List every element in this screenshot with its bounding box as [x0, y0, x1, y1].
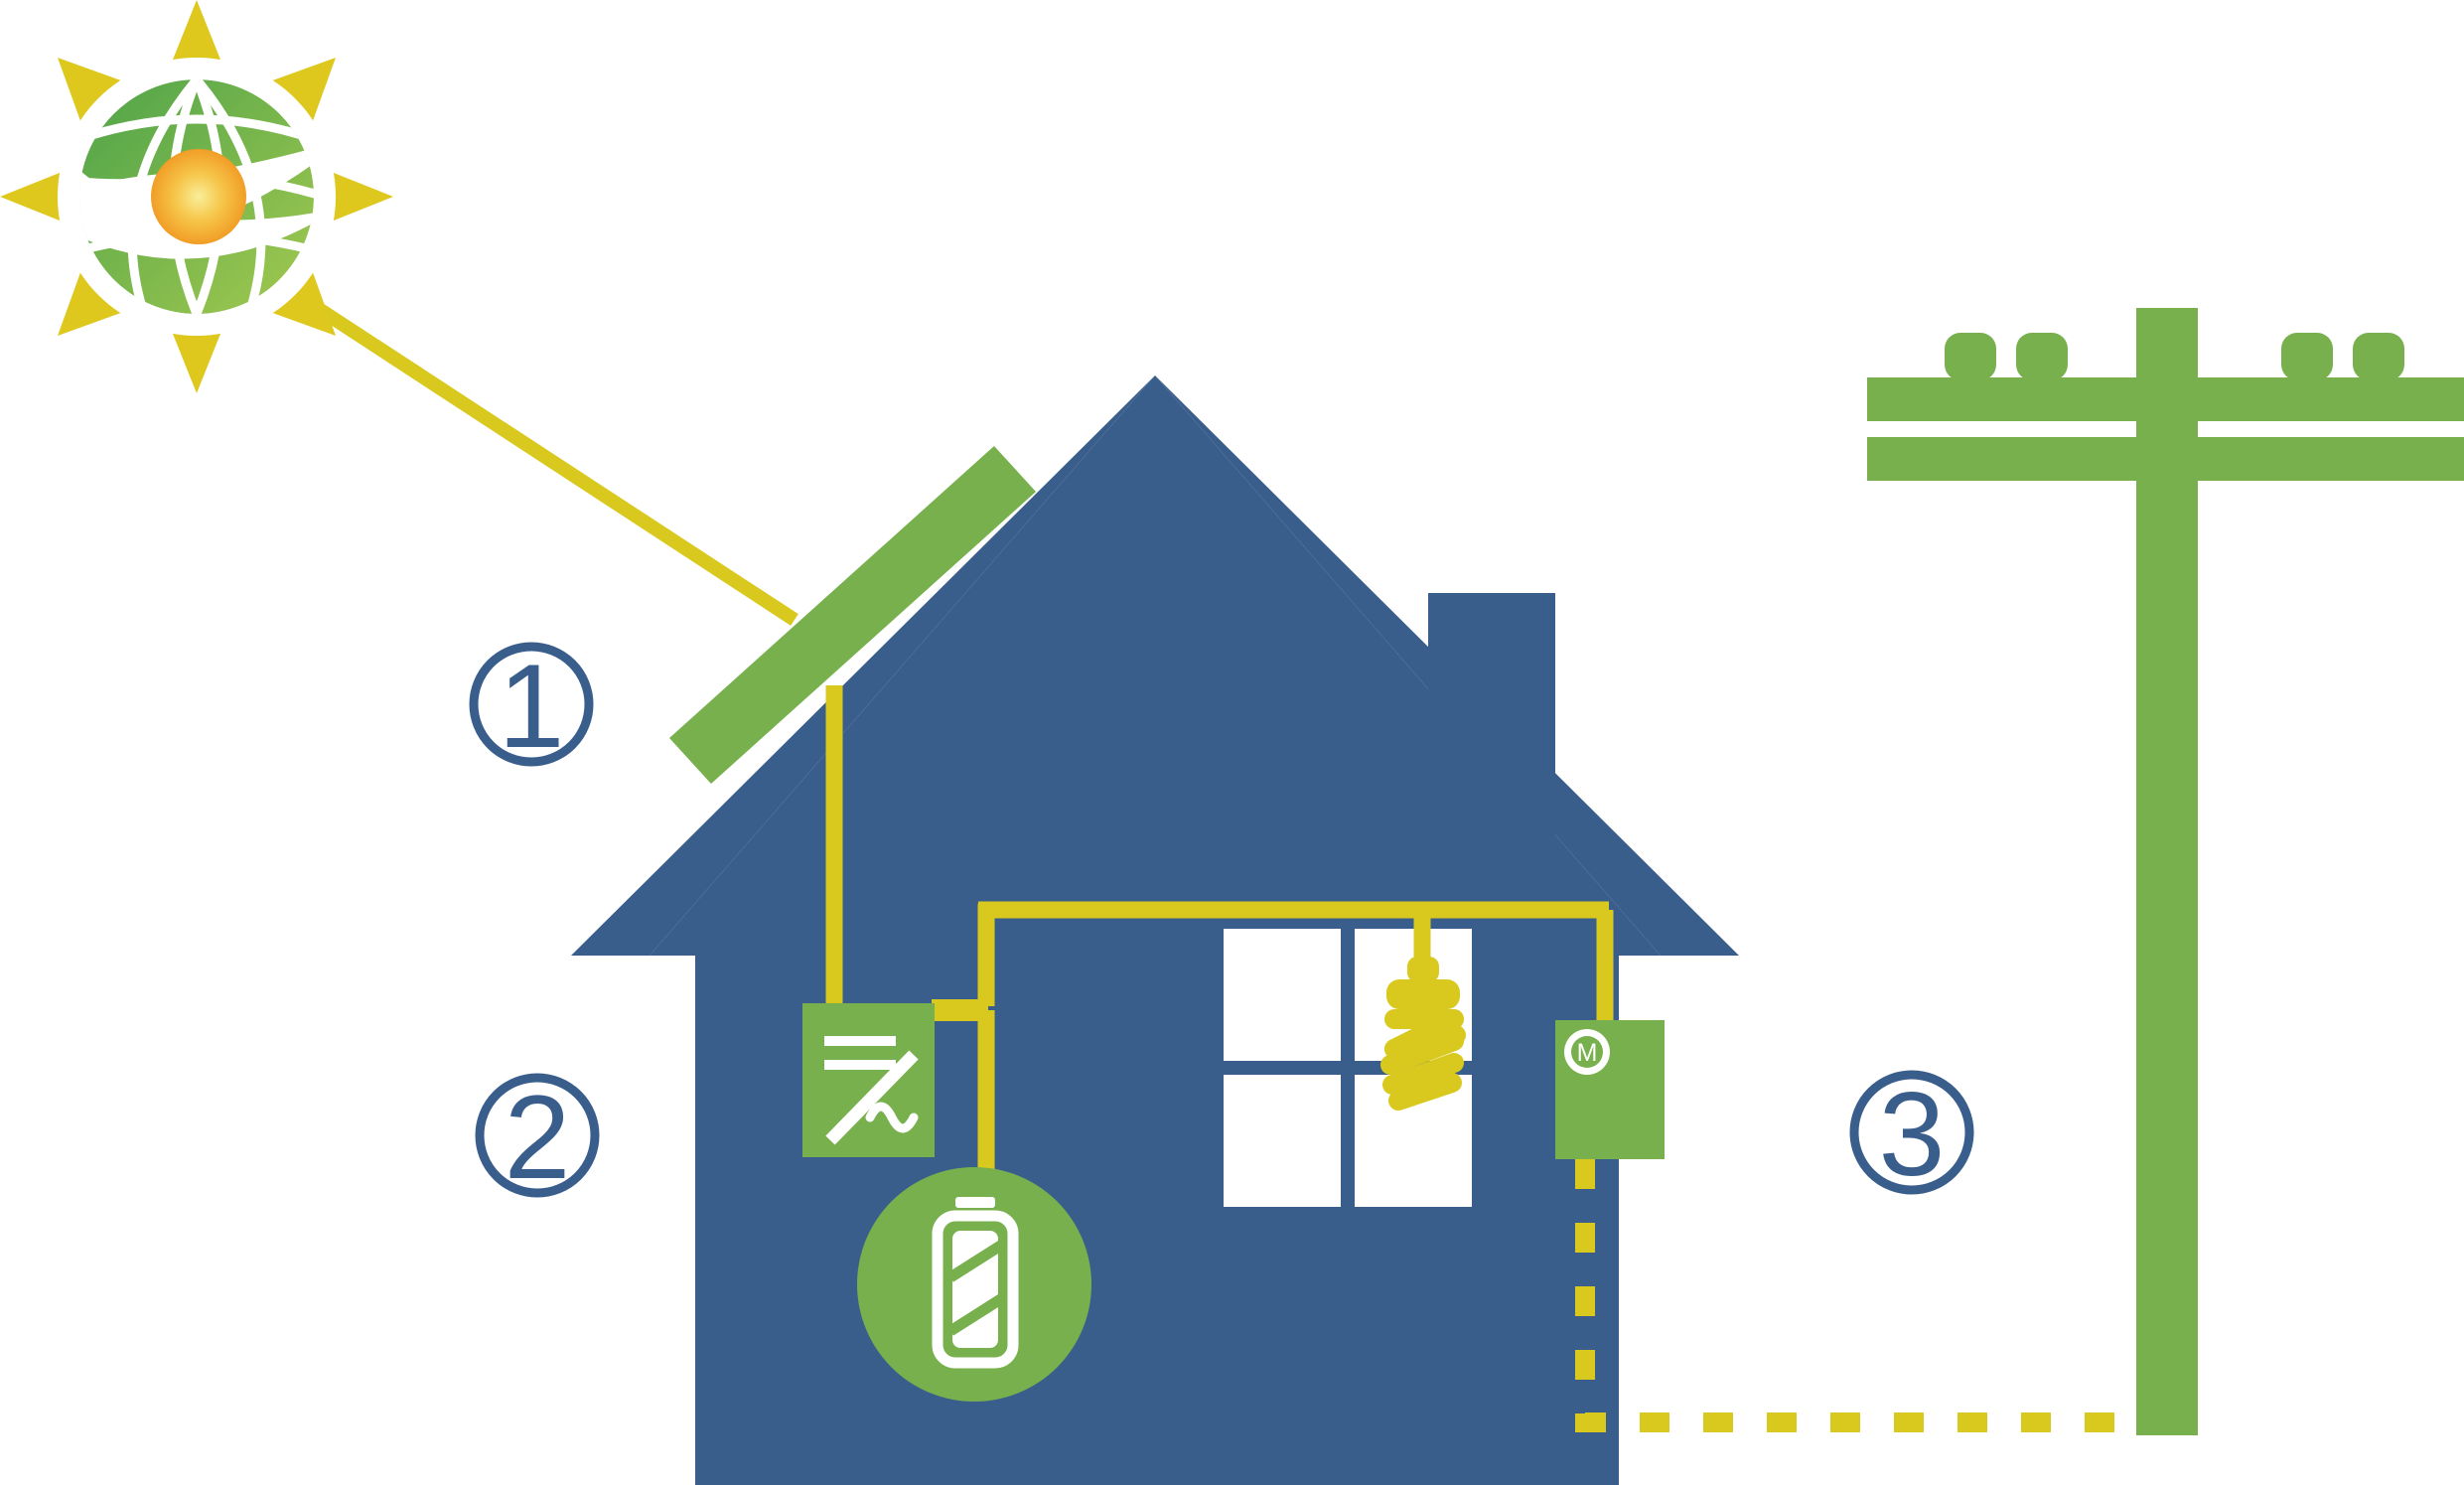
bulb-coil: [1388, 1073, 1462, 1111]
inverter-divider-slash: [825, 1050, 919, 1145]
electricity-meter[interactable]: M: [1555, 1020, 1665, 1159]
grid-export-line: [1575, 1159, 2145, 1432]
step-badge-1-label: 1: [499, 640, 565, 773]
insulator: [2353, 333, 2404, 380]
bulb-coil: [1380, 1031, 1464, 1075]
insulator: [2281, 333, 2333, 380]
inverter-ac-sine: [865, 1102, 919, 1133]
roof: [650, 375, 1661, 956]
battery-stripes: [947, 1240, 1005, 1336]
solar-panel: [669, 446, 1036, 784]
step-badge-2[interactable]: 2: [475, 1071, 600, 1204]
house: [571, 375, 1739, 1485]
bulb-coil: [1382, 1053, 1464, 1095]
pole-mast: [2136, 308, 2198, 1435]
sunlight-ray: [286, 284, 798, 626]
window-pane: [1224, 1075, 1341, 1207]
step-badge-1[interactable]: 1: [469, 640, 594, 773]
window-pane: [1224, 929, 1341, 1061]
step-badge-3-label: 3: [1879, 1068, 1946, 1201]
step-badges: 1 2 3: [469, 640, 1974, 1204]
sun-core: [151, 149, 246, 244]
roof-eave-left: [571, 375, 1155, 956]
step-badge-3[interactable]: 3: [1849, 1068, 1974, 1201]
insulator: [2016, 333, 2068, 380]
roof-eave-right: [1155, 375, 1739, 956]
step-badge-2-label: 2: [505, 1071, 571, 1204]
inverter-box[interactable]: [802, 1003, 935, 1157]
meter-badge-inner: [1571, 1036, 1603, 1068]
battery-storage[interactable]: [857, 1167, 1091, 1402]
sun-logo: [0, 0, 393, 393]
insulator: [1945, 333, 1996, 380]
battery-shell: [932, 1210, 1019, 1369]
utility-pole: [1867, 308, 2464, 1435]
wiring: [825, 685, 1614, 1170]
bulb-base: [1386, 979, 1460, 1009]
meter-badge-letter: M: [1577, 1039, 1598, 1067]
battery-terminal: [955, 1197, 995, 1208]
light-bulb: [1380, 957, 1466, 1111]
bulb-neck: [1407, 957, 1439, 982]
inverter[interactable]: [802, 1003, 935, 1157]
